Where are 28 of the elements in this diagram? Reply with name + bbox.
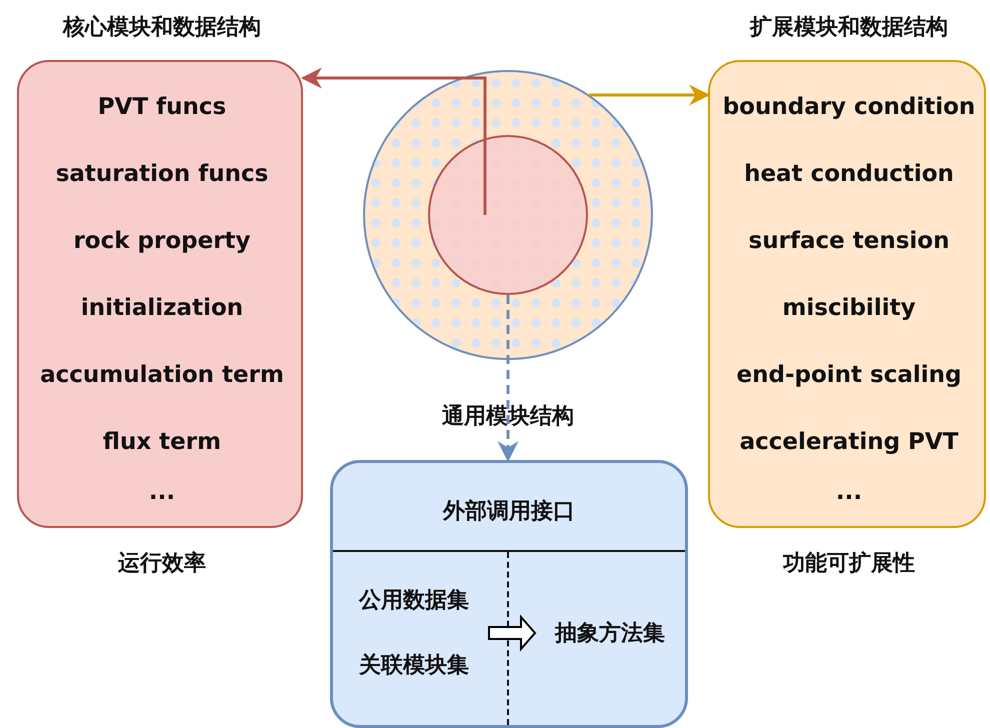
arrow <box>589 84 710 106</box>
list-item: accumulation term <box>40 362 284 388</box>
list-item: surface tension <box>748 228 950 254</box>
arrow <box>498 295 518 462</box>
arrow <box>300 68 486 215</box>
list-item: heat conduction <box>744 161 954 187</box>
list-item: end-point scaling <box>736 362 962 388</box>
list-item: flux term <box>102 429 222 455</box>
list-item: ... <box>148 479 176 505</box>
panel-title: 外部调用接口 <box>443 498 575 526</box>
block-arrow <box>488 614 536 652</box>
rounded-panel <box>330 460 688 728</box>
list-item: ... <box>836 479 862 505</box>
node-label: 功能可扩展性 <box>783 550 915 578</box>
node-label: 运行效率 <box>118 550 206 578</box>
list-item: PVT funcs <box>98 94 226 120</box>
item-label: 抽象方法集 <box>555 620 665 648</box>
list-item: rock property <box>73 228 251 254</box>
item-label: 关联模块集 <box>359 652 469 680</box>
list-item: initialization <box>80 295 244 321</box>
list-item: saturation funcs <box>56 161 268 187</box>
list-item: accelerating PVT <box>740 429 958 455</box>
list-item: miscibility <box>782 295 916 321</box>
heading: 核心模块和数据结构 <box>63 14 261 42</box>
item-label: 公用数据集 <box>359 587 469 615</box>
circle-label: 通用模块结构 <box>442 403 574 431</box>
list-item: boundary condition <box>722 94 976 120</box>
heading: 扩展模块和数据结构 <box>750 14 948 42</box>
